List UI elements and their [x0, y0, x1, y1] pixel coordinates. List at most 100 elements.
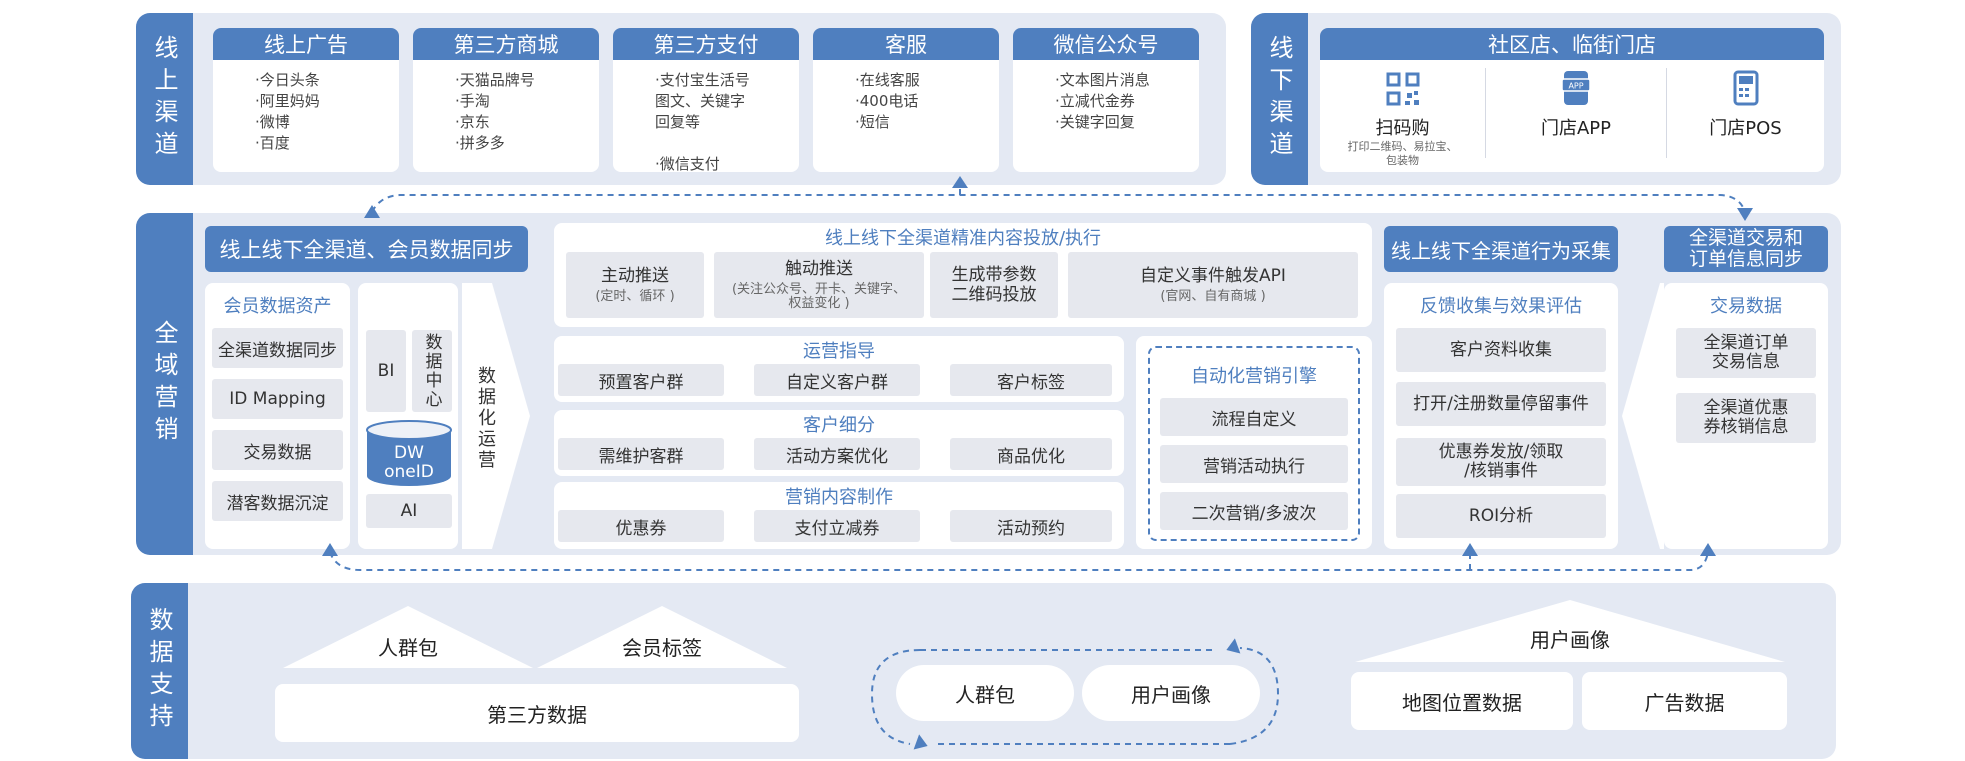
content-production-item: 活动预约 [950, 510, 1112, 542]
data-center-box: 数据中心 [412, 330, 452, 412]
ai-box: AI [366, 494, 452, 528]
member-assets-title: 会员数据资产 [223, 296, 332, 317]
store-pos-item: 门店POS [1667, 68, 1824, 172]
customer-segment-item: 活动方案优化 [754, 438, 920, 470]
content-production-item: 优惠券 [558, 510, 724, 542]
divider [1666, 68, 1667, 158]
precise-box: 主动推送 (定时、循环 ) [566, 252, 704, 318]
member-tag-label: 会员标签 [622, 636, 702, 660]
scan-buy-sub: 打印二维码、易拉宝、 包装物 [1347, 140, 1458, 167]
automation-item: 流程自定义 [1160, 398, 1348, 436]
online-card-title: 第三方商城 [413, 28, 599, 60]
store-app-label: 门店APP [1540, 118, 1612, 139]
pos-icon [1733, 70, 1758, 106]
store-app-item: APP 门店APP [1486, 68, 1666, 172]
precise-box-main: 自定义事件触发API [1140, 266, 1286, 286]
geo-data: 地图位置数据 [1351, 672, 1573, 730]
precise-delivery-title: 线上线下全渠道精准内容投放/执行 [824, 228, 1102, 249]
online-card-title: 第三方支付 [613, 28, 799, 60]
trade-chevron [1622, 283, 1664, 549]
trade-title: 交易数据 [1710, 296, 1782, 317]
offline-store-title: 社区店、临街门店 [1320, 28, 1824, 60]
automation-dashed-frame [1148, 346, 1360, 541]
scan-buy-label: 扫码购 [1375, 118, 1430, 139]
precise-box-main: 生成带参数 二维码投放 [951, 265, 1037, 305]
offline-channel-label: 线下渠道 [1251, 13, 1308, 185]
online-card: 第三方支付 ·支付宝生活号 图文、关键字 回复等 ·微信支付 [613, 28, 799, 173]
third-party-data: 第三方数据 [275, 684, 799, 742]
automation-item: 二次营销/多波次 [1160, 492, 1348, 530]
content-production-item: 支付立减券 [754, 510, 920, 542]
ops-guide-item: 预置客户群 [558, 364, 724, 396]
precise-box: 触动推送 (关注公众号、开卡、关键字、 权益变化 ) [714, 252, 924, 318]
user-profile-label: 用户画像 [1530, 628, 1610, 652]
crowd-pack-triangle [283, 606, 533, 668]
ops-guide-item: 自定义客户群 [754, 364, 920, 396]
online-channel-label: 线上渠道 [136, 13, 193, 185]
behavior-item: ROI分析 [1396, 494, 1606, 538]
dw-oneid-label: DW oneID [384, 443, 434, 482]
precise-box-sub: (关注公众号、开卡、关键字、 权益变化 ) [731, 282, 907, 311]
svg-text:APP: APP [1568, 82, 1583, 91]
database-icon [366, 420, 452, 486]
member-asset-item: 交易数据 [212, 430, 343, 470]
ops-guide-title: 运营指导 [803, 341, 875, 362]
online-card-items: ·支付宝生活号 图文、关键字 回复等 ·微信支付 [655, 71, 750, 173]
behavior-item: 优惠券发放/领取 /核销事件 [1396, 438, 1606, 486]
online-card-items: ·天猫品牌号 ·手淘 ·京东 ·拼多多 [455, 71, 535, 152]
cycle-user-profile: 用户画像 [1082, 665, 1260, 721]
online-card-title: 线上广告 [213, 28, 399, 60]
data-support-label: 数据支持 [131, 583, 188, 759]
online-card: 第三方商城 ·天猫品牌号 ·手淘 ·京东 ·拼多多 [413, 28, 599, 172]
user-profile-triangle [1355, 600, 1785, 662]
cycle-arrows [870, 638, 1280, 750]
precise-box: 生成带参数 二维码投放 [930, 252, 1058, 318]
precise-box-sub: (官网、自有商城 ) [1160, 289, 1266, 304]
crowd-pack-label: 人群包 [378, 636, 438, 660]
online-card: 客服 ·在线客服 ·400电话 ·短信 [813, 28, 999, 172]
precise-box-main: 主动推送 [601, 266, 669, 286]
automation-item: 营销活动执行 [1160, 445, 1348, 483]
online-card-items: ·在线客服 ·400电话 ·短信 [855, 71, 920, 131]
member-sync-header: 线上线下全渠道、会员数据同步 [205, 226, 528, 272]
online-card-title: 客服 [813, 28, 999, 60]
trade-item: 全渠道优惠 券核销信息 [1676, 393, 1816, 443]
trade-item: 全渠道订单 交易信息 [1676, 328, 1816, 378]
member-tag-triangle [537, 606, 787, 668]
store-pos-label: 门店POS [1709, 118, 1782, 139]
customer-segment-item: 商品优化 [950, 438, 1112, 470]
offline-store-card: 社区店、临街门店 扫码购 打印二维码、易拉宝、 包装物 APP 门店APP 门店… [1320, 28, 1824, 172]
behavior-title: 反馈收集与效果评估 [1420, 296, 1582, 317]
member-asset-item: 潜客数据沉淀 [212, 481, 343, 521]
online-card-title: 微信公众号 [1013, 28, 1199, 60]
precise-box-sub: (定时、循环 ) [595, 289, 675, 304]
online-card-items: ·文本图片消息 ·立减代金券 ·关键字回复 [1055, 71, 1150, 131]
qr-code-icon [1386, 72, 1419, 106]
online-card-items: ·今日头条 ·阿里妈妈 ·微博 ·百度 [255, 71, 320, 152]
data-ops-label: 数据化运营 [475, 366, 496, 471]
divider [1485, 68, 1486, 158]
bi-box: BI [366, 330, 406, 412]
ad-data: 广告数据 [1582, 672, 1787, 730]
behavior-item: 打开/注册数量停留事件 [1396, 382, 1606, 426]
precise-box-main: 触动推送 [785, 259, 853, 279]
global-marketing-label: 全域营销 [136, 213, 193, 555]
member-asset-item: 全渠道数据同步 [212, 328, 343, 368]
app-icon: APP [1561, 71, 1591, 105]
customer-segment-item: 需维护客群 [558, 438, 724, 470]
online-card: 线上广告 ·今日头条 ·阿里妈妈 ·微博 ·百度 [213, 28, 399, 172]
precise-box: 自定义事件触发API (官网、自有商城 ) [1068, 252, 1358, 318]
content-production-title: 营销内容制作 [785, 487, 893, 508]
data-ops-chevron [462, 283, 530, 549]
automation-title: 自动化营销引擎 [1191, 366, 1317, 387]
behavior-item: 客户资料收集 [1396, 328, 1606, 372]
online-card: 微信公众号 ·文本图片消息 ·立减代金券 ·关键字回复 [1013, 28, 1199, 172]
ops-guide-item: 客户标签 [950, 364, 1112, 396]
cycle-crowd-pack: 人群包 [896, 665, 1074, 721]
trade-header: 全渠道交易和 订单信息同步 [1664, 226, 1828, 272]
member-asset-item: ID Mapping [212, 379, 343, 419]
behavior-header: 线上线下全渠道行为采集 [1384, 226, 1618, 272]
customer-segment-title: 客户细分 [803, 415, 875, 436]
scan-buy-item: 扫码购 打印二维码、易拉宝、 包装物 [1320, 68, 1485, 172]
